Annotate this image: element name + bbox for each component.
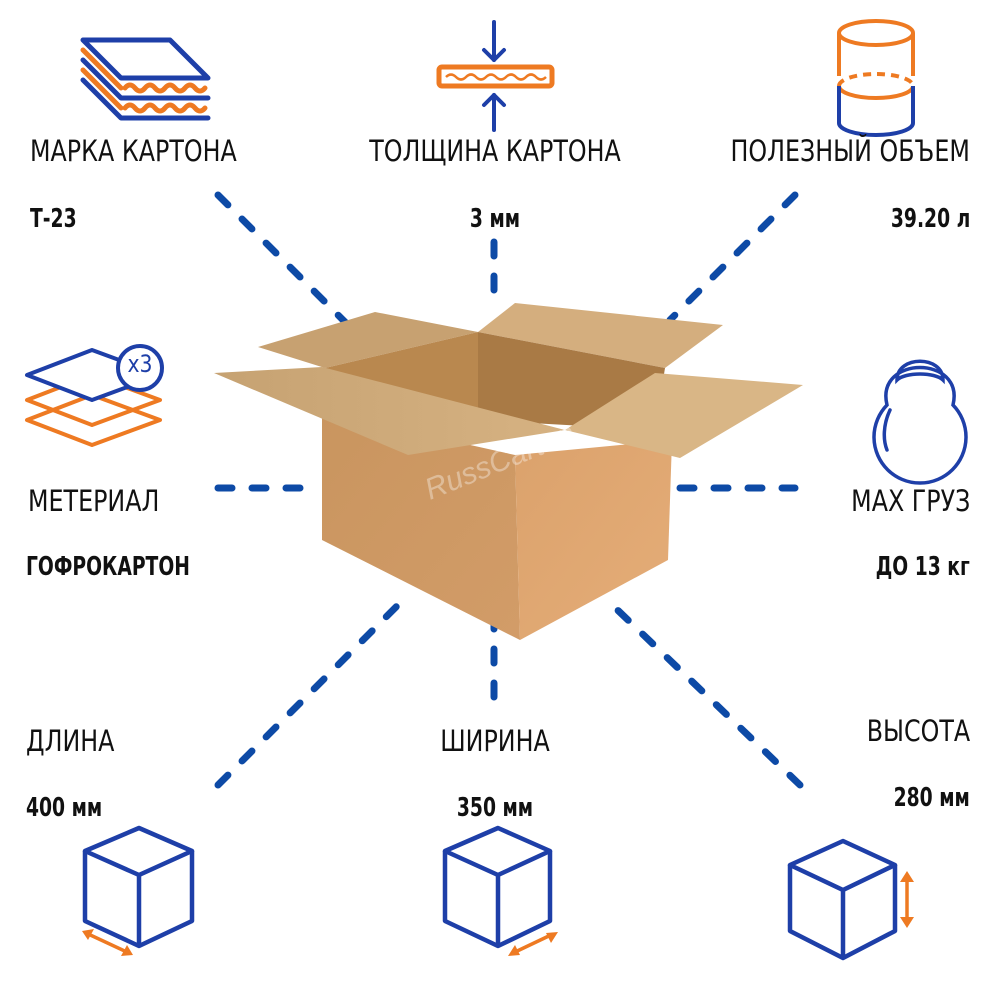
box-back-left-flap — [258, 312, 478, 368]
box-side-face — [515, 440, 672, 640]
maxload-label: MAX ГРУЗ — [850, 484, 970, 518]
thickness-value: 3 мм — [469, 204, 521, 234]
maxload-value: ДО 13 кг — [875, 552, 970, 582]
volume-label: ПОЛЕЗНЫЙ ОБЪЕМ — [730, 134, 970, 168]
x3-badge: x3 — [127, 350, 153, 378]
box-front-right-flap — [565, 373, 803, 458]
connector-brand — [214, 191, 352, 329]
box-back-right-flap — [478, 303, 723, 368]
material-value: ГОФРОКАРТОН — [26, 552, 190, 582]
thickness-icon — [436, 20, 555, 132]
width-value: 350 мм — [456, 793, 534, 823]
length-label: ДЛИНА — [26, 724, 115, 758]
cylinder-volume-icon — [837, 19, 915, 137]
cube-height-icon — [787, 838, 914, 961]
length-value: 400 мм — [26, 793, 103, 823]
brand-label: МАРКА КАРТОНА — [30, 134, 237, 168]
brand-value: Т-23 — [30, 204, 77, 234]
connector-height — [601, 594, 804, 789]
volume-value: 39.20 л — [890, 204, 970, 234]
material-label: МЕТЕРИАЛ — [28, 484, 160, 518]
cube-length-icon — [82, 825, 195, 956]
cube-width-icon — [442, 825, 558, 956]
width-label: ШИРИНА — [440, 724, 550, 758]
connector-length — [214, 594, 409, 789]
height-label: ВЫСОТА — [866, 714, 970, 748]
cardboard-layers-icon — [80, 37, 211, 121]
kettlebell-icon — [872, 359, 968, 485]
box-front-face — [322, 412, 520, 640]
height-value: 280 мм — [893, 783, 970, 813]
thickness-label: ТОЛЩИНА КАРТОНА — [369, 134, 621, 168]
box-front-left-flap — [214, 367, 565, 455]
sheets-x3-icon — [25, 344, 164, 447]
connector-volume — [666, 191, 799, 324]
